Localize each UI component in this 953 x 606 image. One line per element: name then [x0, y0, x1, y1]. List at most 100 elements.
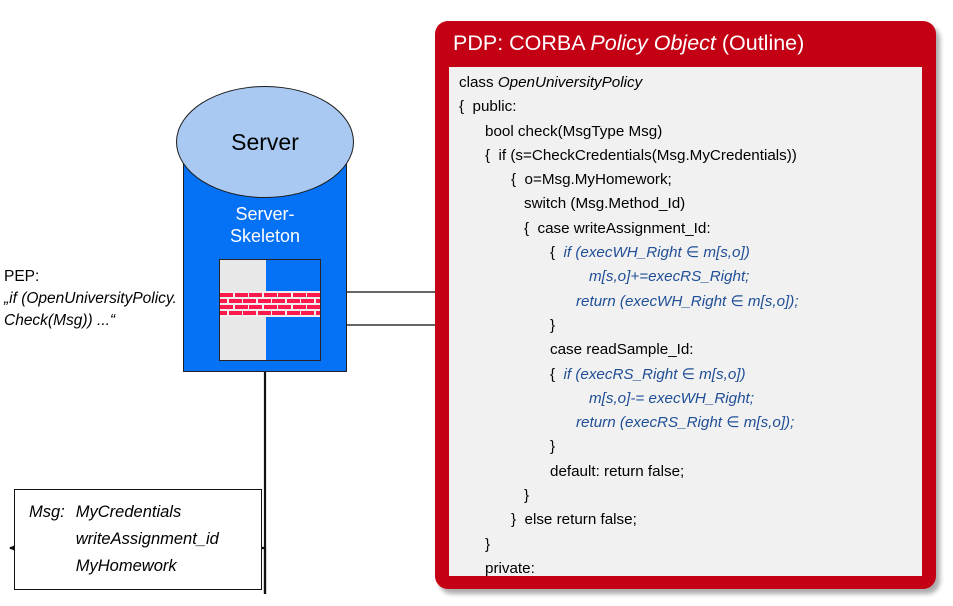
brick: [292, 305, 306, 309]
brick: [286, 311, 300, 315]
code-segment: }: [550, 438, 556, 456]
code-segment: OpenUniversityPolicy: [497, 74, 643, 91]
brick: [315, 299, 320, 303]
code-line: bool check(MsgType Msg): [459, 120, 799, 144]
brick: [228, 299, 242, 303]
brick: [301, 311, 314, 315]
code-segment: return (execRS_Right ∈ m[s,o]);: [576, 414, 795, 432]
msg-table: Msg: MyCredentials writeAssignment_id My…: [29, 499, 219, 580]
msg-row: writeAssignment_id: [29, 526, 219, 553]
code-segment: class: [459, 74, 498, 91]
brick: [249, 293, 262, 297]
code-line: { case writeAssignment_Id:: [459, 217, 799, 241]
brick: [278, 293, 291, 297]
brick: [243, 299, 256, 303]
code-segment: {: [550, 244, 564, 262]
policy-plug: [219, 259, 321, 361]
code-segment: { if (s=CheckCredentials(Msg.MyCredentia…: [485, 146, 797, 164]
brick: [220, 305, 233, 309]
brick: [249, 305, 262, 309]
brick: [263, 293, 277, 297]
brick: [220, 311, 227, 315]
pdp-code-box: class OpenUniversityPolicy { public: bool …: [449, 67, 922, 576]
code-line: m[s,o]-= execWH_Right;: [459, 387, 799, 411]
code-line: m[s,o]+=execRS_Right;: [459, 265, 799, 289]
pdp-panel: PDP: CORBA Policy Object (Outline) class…: [435, 21, 936, 589]
brick: [278, 305, 291, 309]
code-line: { public:: [459, 95, 799, 119]
msg-box: Msg: MyCredentials writeAssignment_id My…: [14, 489, 262, 590]
code-segment: } else return false;: [511, 511, 637, 529]
msg-value-0: MyCredentials: [75, 503, 182, 521]
brick: [315, 311, 320, 315]
brick: [272, 299, 285, 303]
pdp-code-listing: class OpenUniversityPolicy { public: bool …: [459, 71, 799, 576]
brick: [272, 311, 285, 315]
brick: [301, 299, 314, 303]
msg-key-spacer: [29, 553, 76, 580]
brick: [220, 293, 233, 297]
code-line: switch (Msg.Method_Id): [459, 192, 799, 216]
msg-row: Msg: MyCredentials: [29, 499, 219, 526]
brick: [234, 293, 248, 297]
brick: [257, 299, 271, 303]
title-italic: Policy Object: [590, 31, 716, 55]
code-line: { o=Msg.MyHomework;: [459, 168, 799, 192]
code-line: default: return false;: [459, 460, 799, 484]
code-segment: }: [524, 487, 530, 505]
code-line: return (execRS_Right ∈ m[s,o]);: [459, 411, 799, 435]
code-line: }: [459, 533, 799, 557]
code-segment: }: [485, 535, 491, 553]
code-segment: { public:: [459, 98, 517, 116]
code-line: }: [459, 484, 799, 508]
msg-key-spacer: [29, 526, 76, 553]
code-line: private:: [459, 557, 799, 576]
code-line: class OpenUniversityPolicy: [459, 71, 799, 95]
code-segment: default: return false;: [550, 462, 685, 480]
msg-key: Msg:: [29, 503, 65, 521]
code-segment: if (execRS_Right ∈ m[s,o]): [563, 365, 746, 383]
skeleton-line-1: Server-: [235, 204, 295, 224]
code-segment: }: [550, 316, 556, 334]
code-segment: return (execWH_Right ∈ m[s,o]);: [576, 292, 799, 310]
code-line: { if (s=CheckCredentials(Msg.MyCredentia…: [459, 144, 799, 168]
pep-code-line-1: „if (OpenUniversityPolicy.: [4, 290, 177, 307]
code-segment: switch (Msg.Method_Id): [524, 195, 686, 213]
brick: [263, 305, 277, 309]
brick: [286, 299, 300, 303]
brick: [220, 299, 227, 303]
skeleton-line-2: Skeleton: [229, 226, 301, 246]
brick: [243, 311, 256, 315]
msg-value-1: writeAssignment_id: [75, 530, 219, 548]
plug-notch-top: [266, 260, 320, 291]
code-segment: { case writeAssignment_Id:: [524, 219, 711, 237]
pep-annotation: PEP: „if (OpenUniversityPolicy. Check(Ms…: [4, 266, 219, 332]
brick: [257, 311, 271, 315]
code-line: case readSample_Id:: [459, 338, 799, 362]
server-label: Server: [231, 128, 299, 155]
code-segment: case readSample_Id:: [550, 341, 694, 359]
server-skeleton-label: Server- Skeleton: [183, 203, 347, 247]
code-line: }: [459, 435, 799, 459]
pep-code-line-2: Check(Msg)) ...“: [4, 312, 116, 329]
firewall-brick-icon: [220, 291, 320, 317]
msg-value-2: MyHomework: [75, 557, 177, 575]
title-prefix: PDP: CORBA: [453, 31, 591, 55]
code-line: { if (execWH_Right ∈ m[s,o]): [459, 241, 799, 265]
plug-notch-bottom: [266, 317, 320, 360]
title-suffix: (Outline): [715, 31, 805, 55]
code-segment: {: [550, 365, 564, 383]
code-segment: private:: [485, 559, 535, 576]
code-line: }: [459, 314, 799, 338]
msg-row: MyHomework: [29, 553, 219, 580]
brick: [234, 305, 248, 309]
brick: [307, 293, 320, 297]
code-line: } else return false;: [459, 508, 799, 532]
code-line: { if (execRS_Right ∈ m[s,o]): [459, 363, 799, 387]
code-segment: bool check(MsgType Msg): [485, 122, 663, 140]
server-ellipse: Server: [176, 86, 354, 198]
brick: [307, 305, 320, 309]
code-segment: m[s,o]-= execWH_Right;: [589, 389, 755, 407]
code-line: return (execWH_Right ∈ m[s,o]);: [459, 290, 799, 314]
